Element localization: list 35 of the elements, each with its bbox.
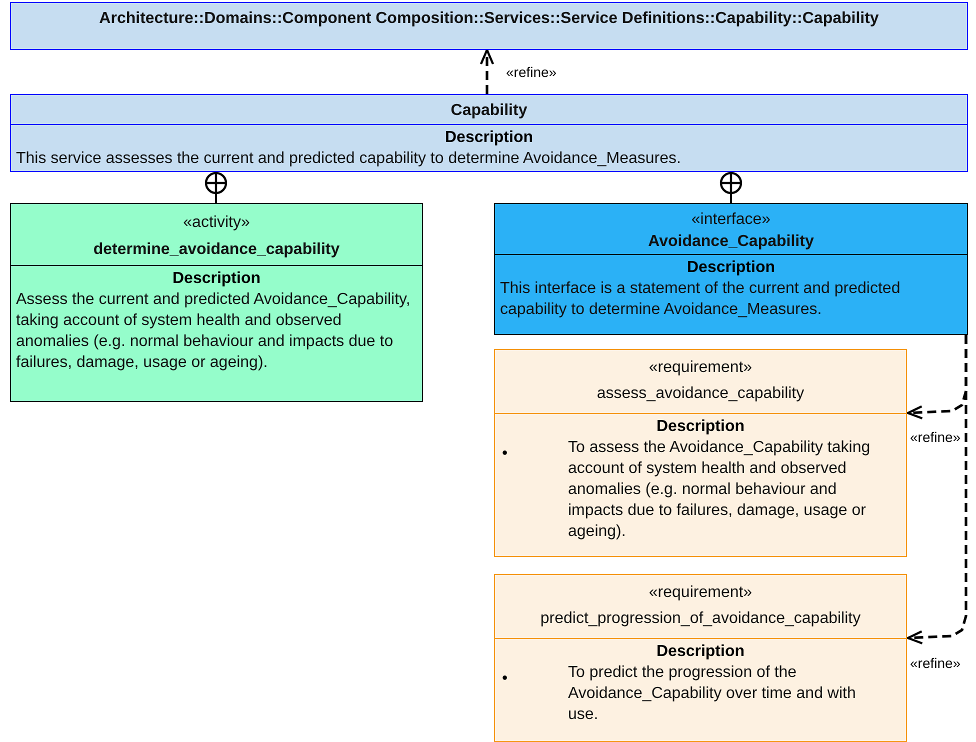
description-text: To assess the Avoidance_Capability taking account of system health and observed anomalies (e.g. normal behaviour and impacts due to failures, damage, usage or ageing).: [568, 438, 872, 542]
block-box: [10, 94, 968, 172]
section-heading: Description: [172, 270, 260, 287]
activity-box: [10, 203, 423, 402]
dependency-arrow: [480, 48, 494, 94]
edge-label: «refine»: [909, 655, 962, 671]
section-heading: Description: [444, 129, 533, 146]
description-text: This interface is a statement of the current and predicted capability to determine Avoidance_Measures.: [500, 279, 902, 320]
description-text: Assess the current and predicted Avoidance_Capability, taking account of system health and observed anomalies (e.g. normal behaviour and impacts due to failures, damage, usage or ageing).: [16, 290, 412, 373]
stereotype-label: «requirement»: [648, 358, 752, 378]
edge-label: «refine»: [505, 64, 558, 80]
description-text: To predict the progression of the Avoidance_Capability over time and with use.: [568, 663, 857, 725]
dependency-arrow: [906, 335, 968, 644]
element-name: predict_progression_of_avoidance_capability: [540, 609, 861, 629]
stereotype-label: «requirement»: [648, 583, 752, 603]
element-name: determine_avoidance_capability: [93, 240, 340, 260]
package-box: [10, 2, 968, 50]
requirement-box: [494, 349, 907, 557]
stereotype-label: «interface»: [691, 210, 771, 230]
interface-box: [494, 203, 968, 335]
containment-connector: [720, 172, 742, 203]
section-heading: Description: [656, 643, 744, 660]
description-text: This service assesses the current and predicted capability to determine Avoidance_Measures.: [16, 149, 682, 169]
element-name: assess_avoidance_capability: [596, 384, 804, 404]
element-name: Avoidance_Capability: [648, 232, 814, 252]
bullet-mark: •: [502, 444, 508, 464]
requirement-box: [494, 574, 907, 742]
section-heading: Description: [686, 259, 775, 276]
section-heading: Description: [656, 418, 744, 435]
stereotype-label: «activity»: [183, 213, 250, 233]
qualified-name: Architecture::Domains::Component Composition::Services::Service Definitions::Capability::Capability: [99, 9, 879, 29]
edge-label: «refine»: [909, 429, 962, 445]
bullet-mark: •: [502, 669, 508, 689]
containment-connector: [204, 172, 228, 203]
element-name: Capability: [450, 101, 528, 121]
